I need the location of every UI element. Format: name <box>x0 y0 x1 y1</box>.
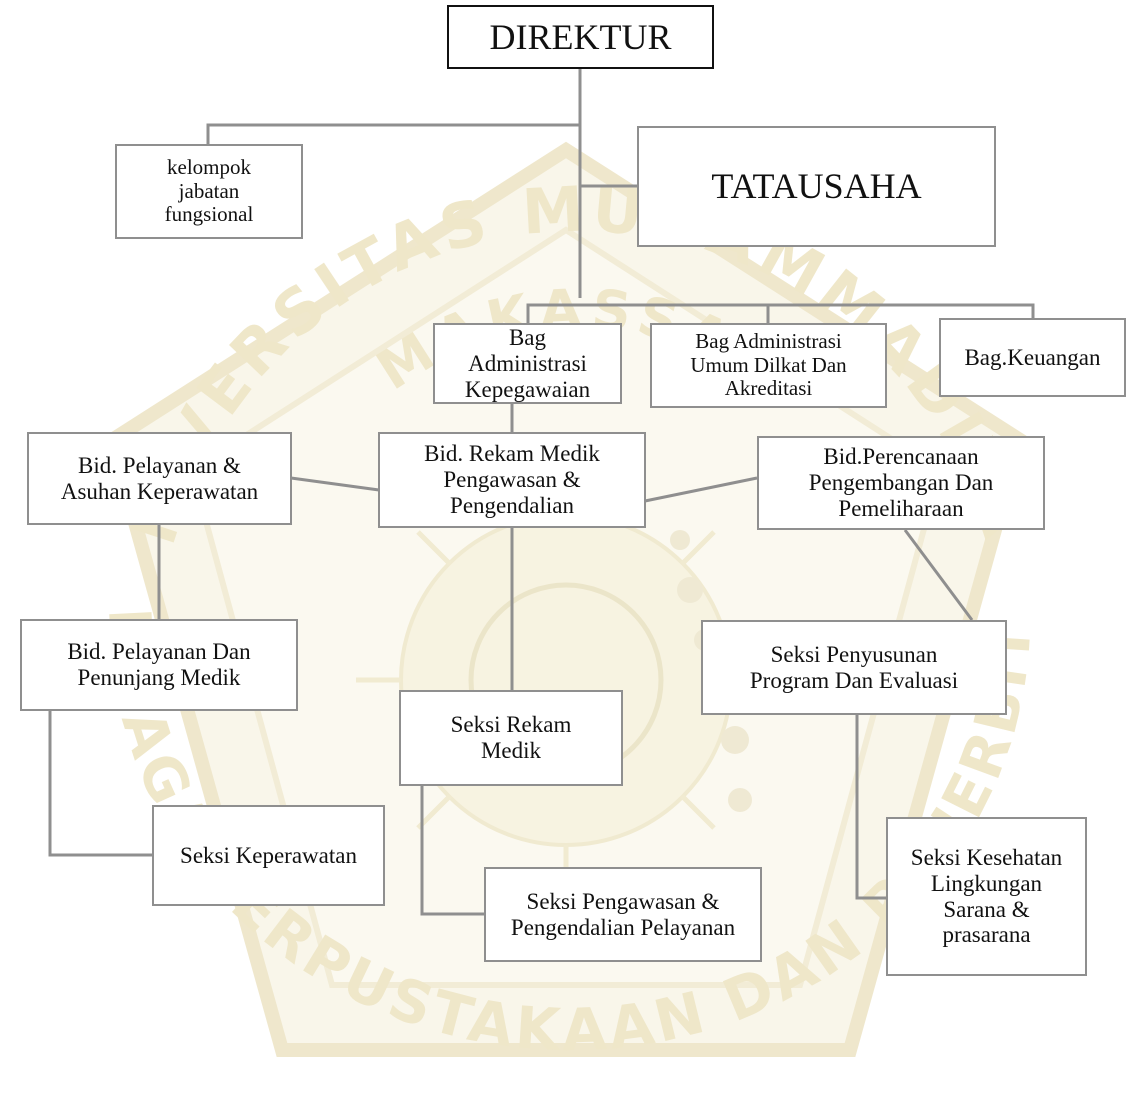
box-bag-admin-kepegawaian: Bag Administrasi Kepegawaian <box>433 323 622 404</box>
connector-penunjang-to-keperawatan <box>48 711 153 857</box>
seksi-rekam-medik-label: Seksi Rekam Medik <box>450 712 572 763</box>
seksi-pengawasan-label: Seksi Pengawasan & Pengendalian Pelayana… <box>510 888 736 940</box>
bag-admin-kepegawaian-label: Bag Administrasi Kepegawaian <box>464 324 591 402</box>
box-bid-rekam-medik: Bid. Rekam Medik Pengawasan & Pengendali… <box>378 432 646 528</box>
kelompok-jabatan-label: kelompok jabatan fungsional <box>164 154 254 227</box>
box-tatausaha: TATAUSAHA <box>637 126 996 247</box>
box-bid-pelayanan-penunjang: Bid. Pelayanan Dan Penunjang Medik <box>20 619 298 711</box>
watermark-sun <box>399 513 733 847</box>
box-kelompok-jabatan: kelompok jabatan fungsional <box>115 144 303 239</box>
tatausaha-label: TATAUSAHA <box>711 166 922 207</box>
box-seksi-kesehatan: Seksi Kesehatan Lingkungan Sarana & pras… <box>886 817 1087 976</box>
box-seksi-pengawasan: Seksi Pengawasan & Pengendalian Pelayana… <box>484 867 762 962</box>
connector-perencanaan-to-penyusunan <box>903 529 974 621</box>
bid-perencanaan-label: Bid.Perencanaan Pengembangan Dan Pemelih… <box>808 444 994 521</box>
seksi-keperawatan-label: Seksi Keperawatan <box>180 842 357 868</box>
bid-rekam-medik-label: Bid. Rekam Medik Pengawasan & Pengendali… <box>424 441 600 518</box>
box-direktur: DIREKTUR <box>447 5 714 69</box>
connector-kelompok <box>206 123 580 145</box>
bag-keuangan-label: Bag.Keuangan <box>964 344 1101 370</box>
connector-rekam-to-perencanaan <box>644 476 758 503</box>
connector-rekam-to-asuhan <box>290 476 380 492</box>
box-seksi-penyusunan: Seksi Penyusunan Program Dan Evaluasi <box>701 620 1007 715</box>
box-seksi-keperawatan: Seksi Keperawatan <box>152 805 385 906</box>
connector-penyusunan-to-kesehatan <box>855 714 887 900</box>
seksi-penyusunan-label: Seksi Penyusunan Program Dan Evaluasi <box>749 641 959 693</box>
box-bag-keuangan: Bag.Keuangan <box>939 318 1126 397</box>
direktur-label: DIREKTUR <box>489 16 672 57</box>
connector-seksi-rekam-to-pengawasan <box>420 785 485 916</box>
bid-pelayanan-asuhan-label: Bid. Pelayanan & Asuhan Keperawatan <box>60 452 259 504</box>
box-bid-pelayanan-asuhan: Bid. Pelayanan & Asuhan Keperawatan <box>27 432 292 525</box>
bag-admin-umum-label: Bag Administrasi Umum Dilkat Dan Akredit… <box>690 328 847 401</box>
box-seksi-rekam-medik: Seksi Rekam Medik <box>399 690 623 786</box>
bid-pelayanan-penunjang-label: Bid. Pelayanan Dan Penunjang Medik <box>67 639 251 690</box>
seksi-kesehatan-label: Seksi Kesehatan Lingkungan Sarana & pras… <box>910 844 1063 948</box>
box-bid-perencanaan: Bid.Perencanaan Pengembangan Dan Pemelih… <box>757 436 1045 530</box>
box-bag-admin-umum: Bag Administrasi Umum Dilkat Dan Akredit… <box>650 323 887 408</box>
